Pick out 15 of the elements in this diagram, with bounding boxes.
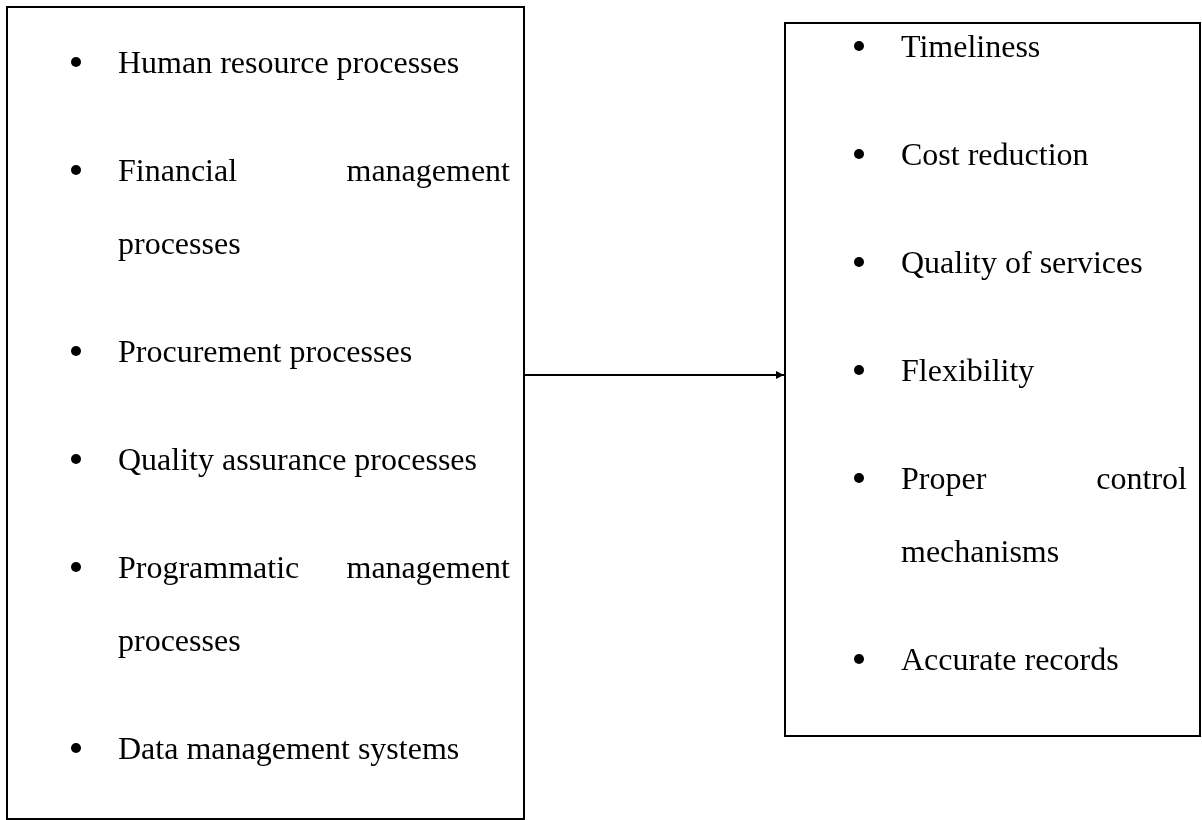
list-item: Timeliness <box>901 27 1042 66</box>
list-item: Procurement processes <box>118 332 414 371</box>
list-item: Quality of services <box>901 243 1144 282</box>
list-box <box>6 6 525 820</box>
arrow <box>524 371 785 379</box>
list-item: Human resource processes <box>118 43 461 82</box>
list-item: Quality assurance processes <box>118 440 478 479</box>
list-item: Proper control mechanisms <box>901 459 1187 571</box>
list-item: Programmatic management processes <box>118 548 510 660</box>
list-item: Accurate records <box>901 640 1120 679</box>
list-item: Data management systems <box>118 729 461 768</box>
list-item: Flexibility <box>901 351 1036 390</box>
list-item: Cost reduction <box>901 135 1090 174</box>
list-box <box>784 22 1201 737</box>
list-item: Financial management processes <box>118 151 510 263</box>
